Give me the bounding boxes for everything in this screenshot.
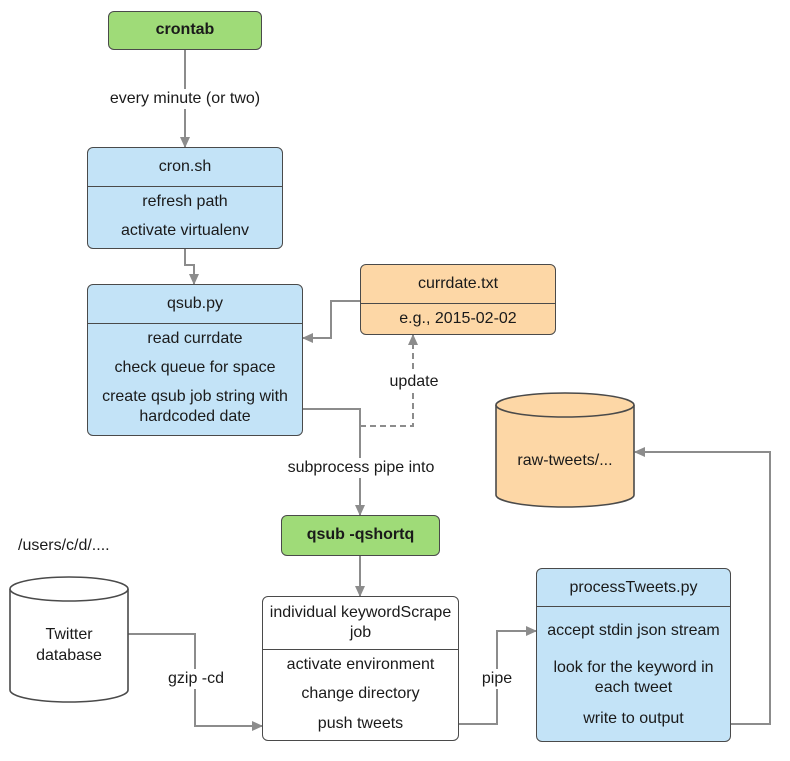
raw-tweets-label: raw-tweets/... [517, 452, 613, 469]
process-tweets-node: processTweets.py accept stdin json strea… [536, 568, 731, 742]
crontab-node: crontab [108, 11, 262, 50]
crontab-title: crontab [155, 21, 215, 38]
raw-tweets-cylinder [495, 392, 635, 508]
cron-sh-title: cron.sh [158, 158, 212, 175]
currdate-node: currdate.txt e.g., 2015-02-02 [360, 264, 556, 335]
process-tweets-row: accept stdin json stream [537, 606, 730, 654]
cron-sh-row: refresh path [88, 186, 282, 216]
qsub-py-node: qsub.py read currdate check queue for sp… [87, 284, 303, 436]
cron-sh-node: cron.sh refresh path activate virtualenv [87, 147, 283, 249]
keyword-job-node: individual keywordScrape job activate en… [262, 596, 459, 741]
process-tweets-title: processTweets.py [569, 578, 698, 596]
keyword-job-row: change directory [301, 685, 420, 702]
twitter-database-cylinder [9, 576, 129, 703]
qsub-shortq-node: qsub -qshortq [281, 515, 440, 556]
qsub-py-row: check queue for space [114, 359, 276, 376]
path-note: /users/c/d/.... [18, 537, 110, 554]
edge-cron-sh-to-qsub-py [184, 249, 199, 285]
edge-label-subprocess-pipe: subprocess pipe into [276, 458, 446, 478]
edge-label-update: update [384, 372, 444, 392]
keyword-job-row: push tweets [317, 715, 404, 732]
currdate-title: currdate.txt [417, 275, 499, 292]
process-tweets-row: look for the keyword in each tweet [553, 659, 714, 696]
cron-sh-row: activate virtualenv [120, 222, 250, 239]
process-tweets-row: write to output [583, 710, 684, 727]
edge-label-pipe: pipe [477, 669, 517, 689]
qsub-shortq-title: qsub -qshortq [306, 526, 415, 543]
edge-qsub-py-to-qsub-shortq [303, 408, 365, 516]
keyword-job-row: activate environment [263, 649, 458, 679]
edge-label-every-minute: every minute (or two) [98, 89, 272, 109]
qsub-py-title: qsub.py [166, 295, 224, 312]
edge-update-currdate [360, 334, 418, 427]
keyword-job-title: individual keywordScrape job [269, 604, 452, 641]
twitter-database-label: Twitter database [36, 626, 102, 664]
edge-currdate-to-qsub-py [302, 300, 360, 343]
qsub-py-row: read currdate [88, 323, 302, 353]
edge-label-gzip: gzip -cd [160, 669, 232, 689]
qsub-py-row: create qsub job string with hardcoded da… [102, 388, 288, 425]
currdate-row: e.g., 2015-02-02 [361, 303, 555, 333]
edge-process-tweets-to-raw-tweets [634, 447, 771, 725]
